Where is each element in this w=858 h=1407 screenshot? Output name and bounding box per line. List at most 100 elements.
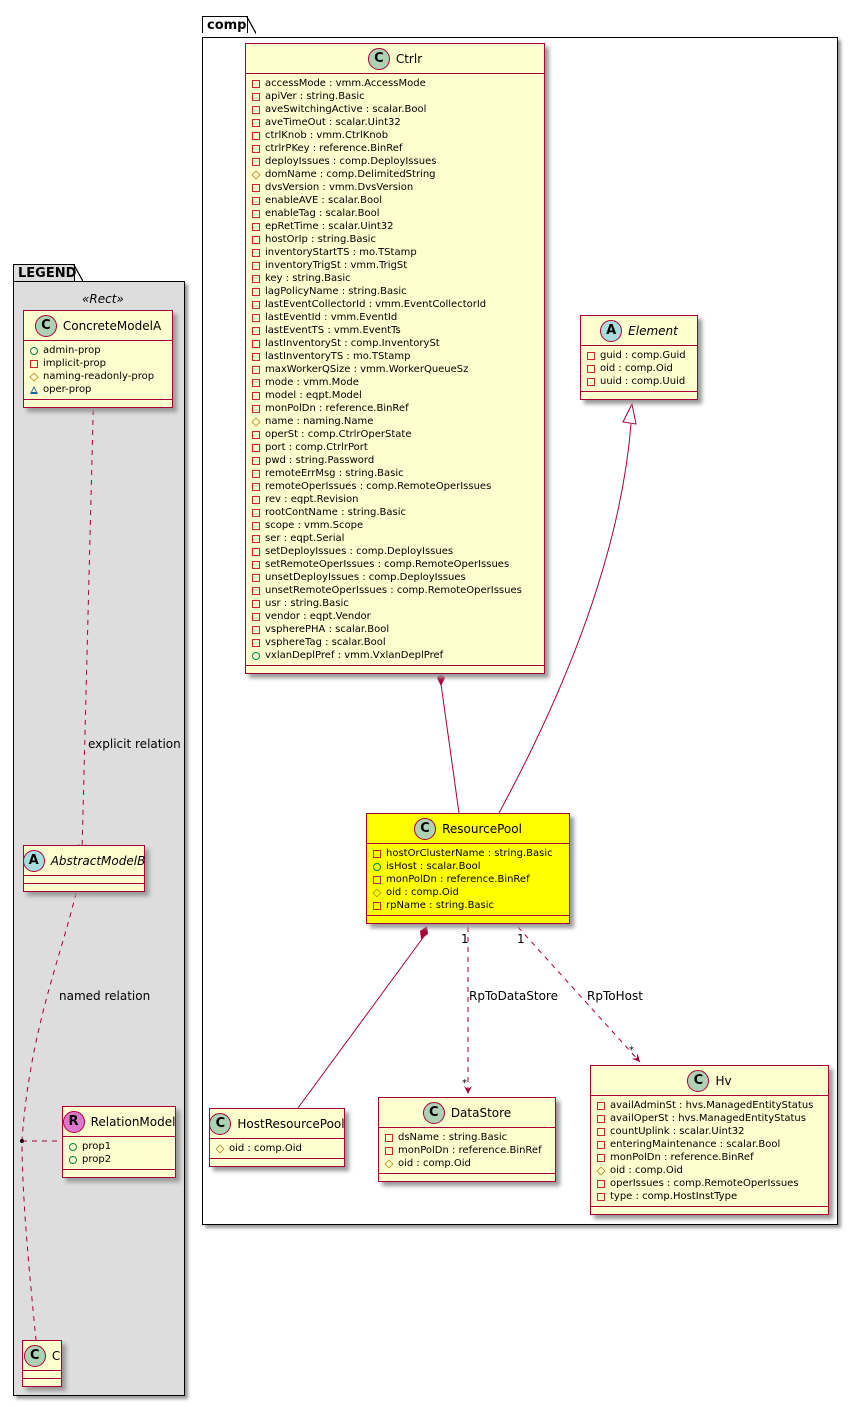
attribute-text: oid : comp.Oid bbox=[600, 363, 673, 374]
private-visibility-icon bbox=[252, 625, 260, 634]
attribute-row: monPolDn : reference.BinRef bbox=[385, 1144, 549, 1157]
attribute-row: unsetRemoteOperIssues : comp.RemoteOperI… bbox=[252, 584, 538, 597]
attribute-text: epRetTime : scalar.Uint32 bbox=[265, 221, 394, 232]
attribute-row: port : comp.CtrlrPort bbox=[252, 441, 538, 454]
class-name: ConcreteModelA bbox=[62, 318, 162, 333]
protected-visibility-icon bbox=[251, 416, 261, 427]
protected-visibility-icon bbox=[596, 1165, 606, 1176]
class-name: Ctrlr bbox=[395, 51, 423, 66]
attribute-row: lagPolicyName : string.Basic bbox=[252, 285, 538, 298]
public-visibility-icon bbox=[373, 862, 381, 871]
attribute-text: apiVer : string.Basic bbox=[265, 91, 365, 102]
attribute-text: model : eqpt.Model bbox=[265, 390, 362, 401]
private-visibility-icon bbox=[587, 364, 595, 373]
private-visibility-icon bbox=[252, 274, 260, 283]
attribute-text: naming-readonly-prop bbox=[43, 371, 155, 382]
class-methods bbox=[24, 884, 144, 891]
comp-package-tab: comp bbox=[202, 16, 256, 34]
private-visibility-icon bbox=[252, 586, 260, 595]
private-visibility-icon bbox=[252, 365, 260, 374]
private-visibility-icon bbox=[252, 495, 260, 504]
legend-package bbox=[13, 281, 185, 1396]
private-visibility-icon bbox=[252, 391, 260, 400]
protected-visibility-icon bbox=[372, 887, 382, 898]
legend-package-tab: LEGEND bbox=[13, 264, 83, 282]
private-visibility-icon bbox=[373, 875, 381, 884]
attribute-row: lastEventId : vmm.EventId bbox=[252, 311, 538, 324]
composition-diamond bbox=[437, 672, 445, 686]
private-visibility-icon bbox=[252, 352, 260, 361]
attribute-row: oid : comp.Oid bbox=[215, 1142, 338, 1155]
attribute-row: oid : comp.Oid bbox=[596, 1164, 822, 1177]
private-visibility-icon bbox=[252, 105, 260, 114]
class-icon: C bbox=[422, 1101, 445, 1124]
attribute-text: lastInventorySt : comp.InventorySt bbox=[265, 338, 440, 349]
attribute-text: monPolDn : reference.BinRef bbox=[265, 403, 409, 414]
attribute-text: guid : comp.Guid bbox=[600, 350, 686, 361]
attribute-text: rootContName : string.Basic bbox=[265, 507, 406, 518]
class-icon: C bbox=[367, 47, 390, 70]
rp-to-host-line bbox=[517, 926, 641, 1063]
attribute-row: admin-prop bbox=[30, 344, 166, 357]
attribute-row: monPolDn : reference.BinRef bbox=[597, 1151, 822, 1164]
attribute-text: setRemoteOperIssues : comp.RemoteOperIss… bbox=[265, 559, 510, 570]
rp-to-datastore-from-mult: 1 bbox=[461, 932, 469, 946]
attribute-text: setDeployIssues : comp.DeployIssues bbox=[265, 546, 454, 557]
attribute-text: vxlanDeplPref : vmm.VxlanDeplPref bbox=[265, 650, 444, 661]
attribute-text: lastEventCollectorId : vmm.EventCollecto… bbox=[265, 299, 487, 310]
class-header: C Ctrlr bbox=[246, 44, 544, 74]
attribute-row: oid : comp.Oid bbox=[587, 362, 691, 375]
protected-visibility-icon bbox=[215, 1143, 225, 1154]
private-visibility-icon bbox=[373, 901, 381, 910]
private-visibility-icon bbox=[252, 326, 260, 335]
attribute-row: hostOrIp : string.Basic bbox=[252, 233, 538, 246]
attribute-row: availOperSt : hvs.ManagedEntityStatus bbox=[597, 1112, 822, 1125]
class-methods bbox=[246, 666, 544, 673]
attribute-row: lastInventoryTS : mo.TStamp bbox=[252, 350, 538, 363]
rp-to-host-to-mult: * bbox=[629, 1045, 634, 1056]
attribute-text: ctrlKnob : vmm.CtrlKnob bbox=[265, 130, 389, 141]
private-visibility-icon bbox=[252, 482, 260, 491]
class-icon: C bbox=[23, 1344, 46, 1367]
private-visibility-icon bbox=[252, 261, 260, 270]
attribute-text: admin-prop bbox=[43, 345, 101, 356]
attribute-text: ser : eqpt.Serial bbox=[265, 533, 345, 544]
attribute-text: prop2 bbox=[82, 1154, 112, 1165]
attribute-row: enteringMaintenance : scalar.Bool bbox=[597, 1138, 822, 1151]
attribute-row: pwd : string.Password bbox=[252, 454, 538, 467]
private-visibility-icon bbox=[597, 1127, 605, 1136]
class-methods bbox=[210, 1159, 344, 1166]
attribute-row: vspherePHA : scalar.Bool bbox=[252, 623, 538, 636]
class-icon: C bbox=[209, 1112, 232, 1135]
package-visibility-icon bbox=[30, 385, 38, 394]
attribute-row: vxlanDeplPref : vmm.VxlanDeplPref bbox=[252, 649, 538, 662]
attribute-row: inventoryTrigSt : vmm.TrigSt bbox=[252, 259, 538, 272]
attribute-text: lastInventoryTS : mo.TStamp bbox=[265, 351, 411, 362]
attribute-text: remoteOperIssues : comp.RemoteOperIssues bbox=[265, 481, 492, 492]
private-visibility-icon bbox=[597, 1101, 605, 1110]
class-methods bbox=[23, 1379, 61, 1386]
attribute-text: maxWorkerQSize : vmm.WorkerQueueSz bbox=[265, 364, 469, 375]
attribute-row: accessMode : vmm.AccessMode bbox=[252, 77, 538, 90]
attribute-row: enableAVE : scalar.Bool bbox=[252, 194, 538, 207]
private-visibility-icon bbox=[252, 209, 260, 218]
private-visibility-icon bbox=[252, 157, 260, 166]
attribute-text: domName : comp.DelimitedString bbox=[265, 169, 436, 180]
rp-to-datastore-label: RpToDataStore bbox=[469, 989, 558, 1003]
attribute-text: deployIssues : comp.DeployIssues bbox=[265, 156, 437, 167]
private-visibility-icon bbox=[252, 248, 260, 257]
attribute-row: oid : comp.Oid bbox=[384, 1157, 549, 1170]
